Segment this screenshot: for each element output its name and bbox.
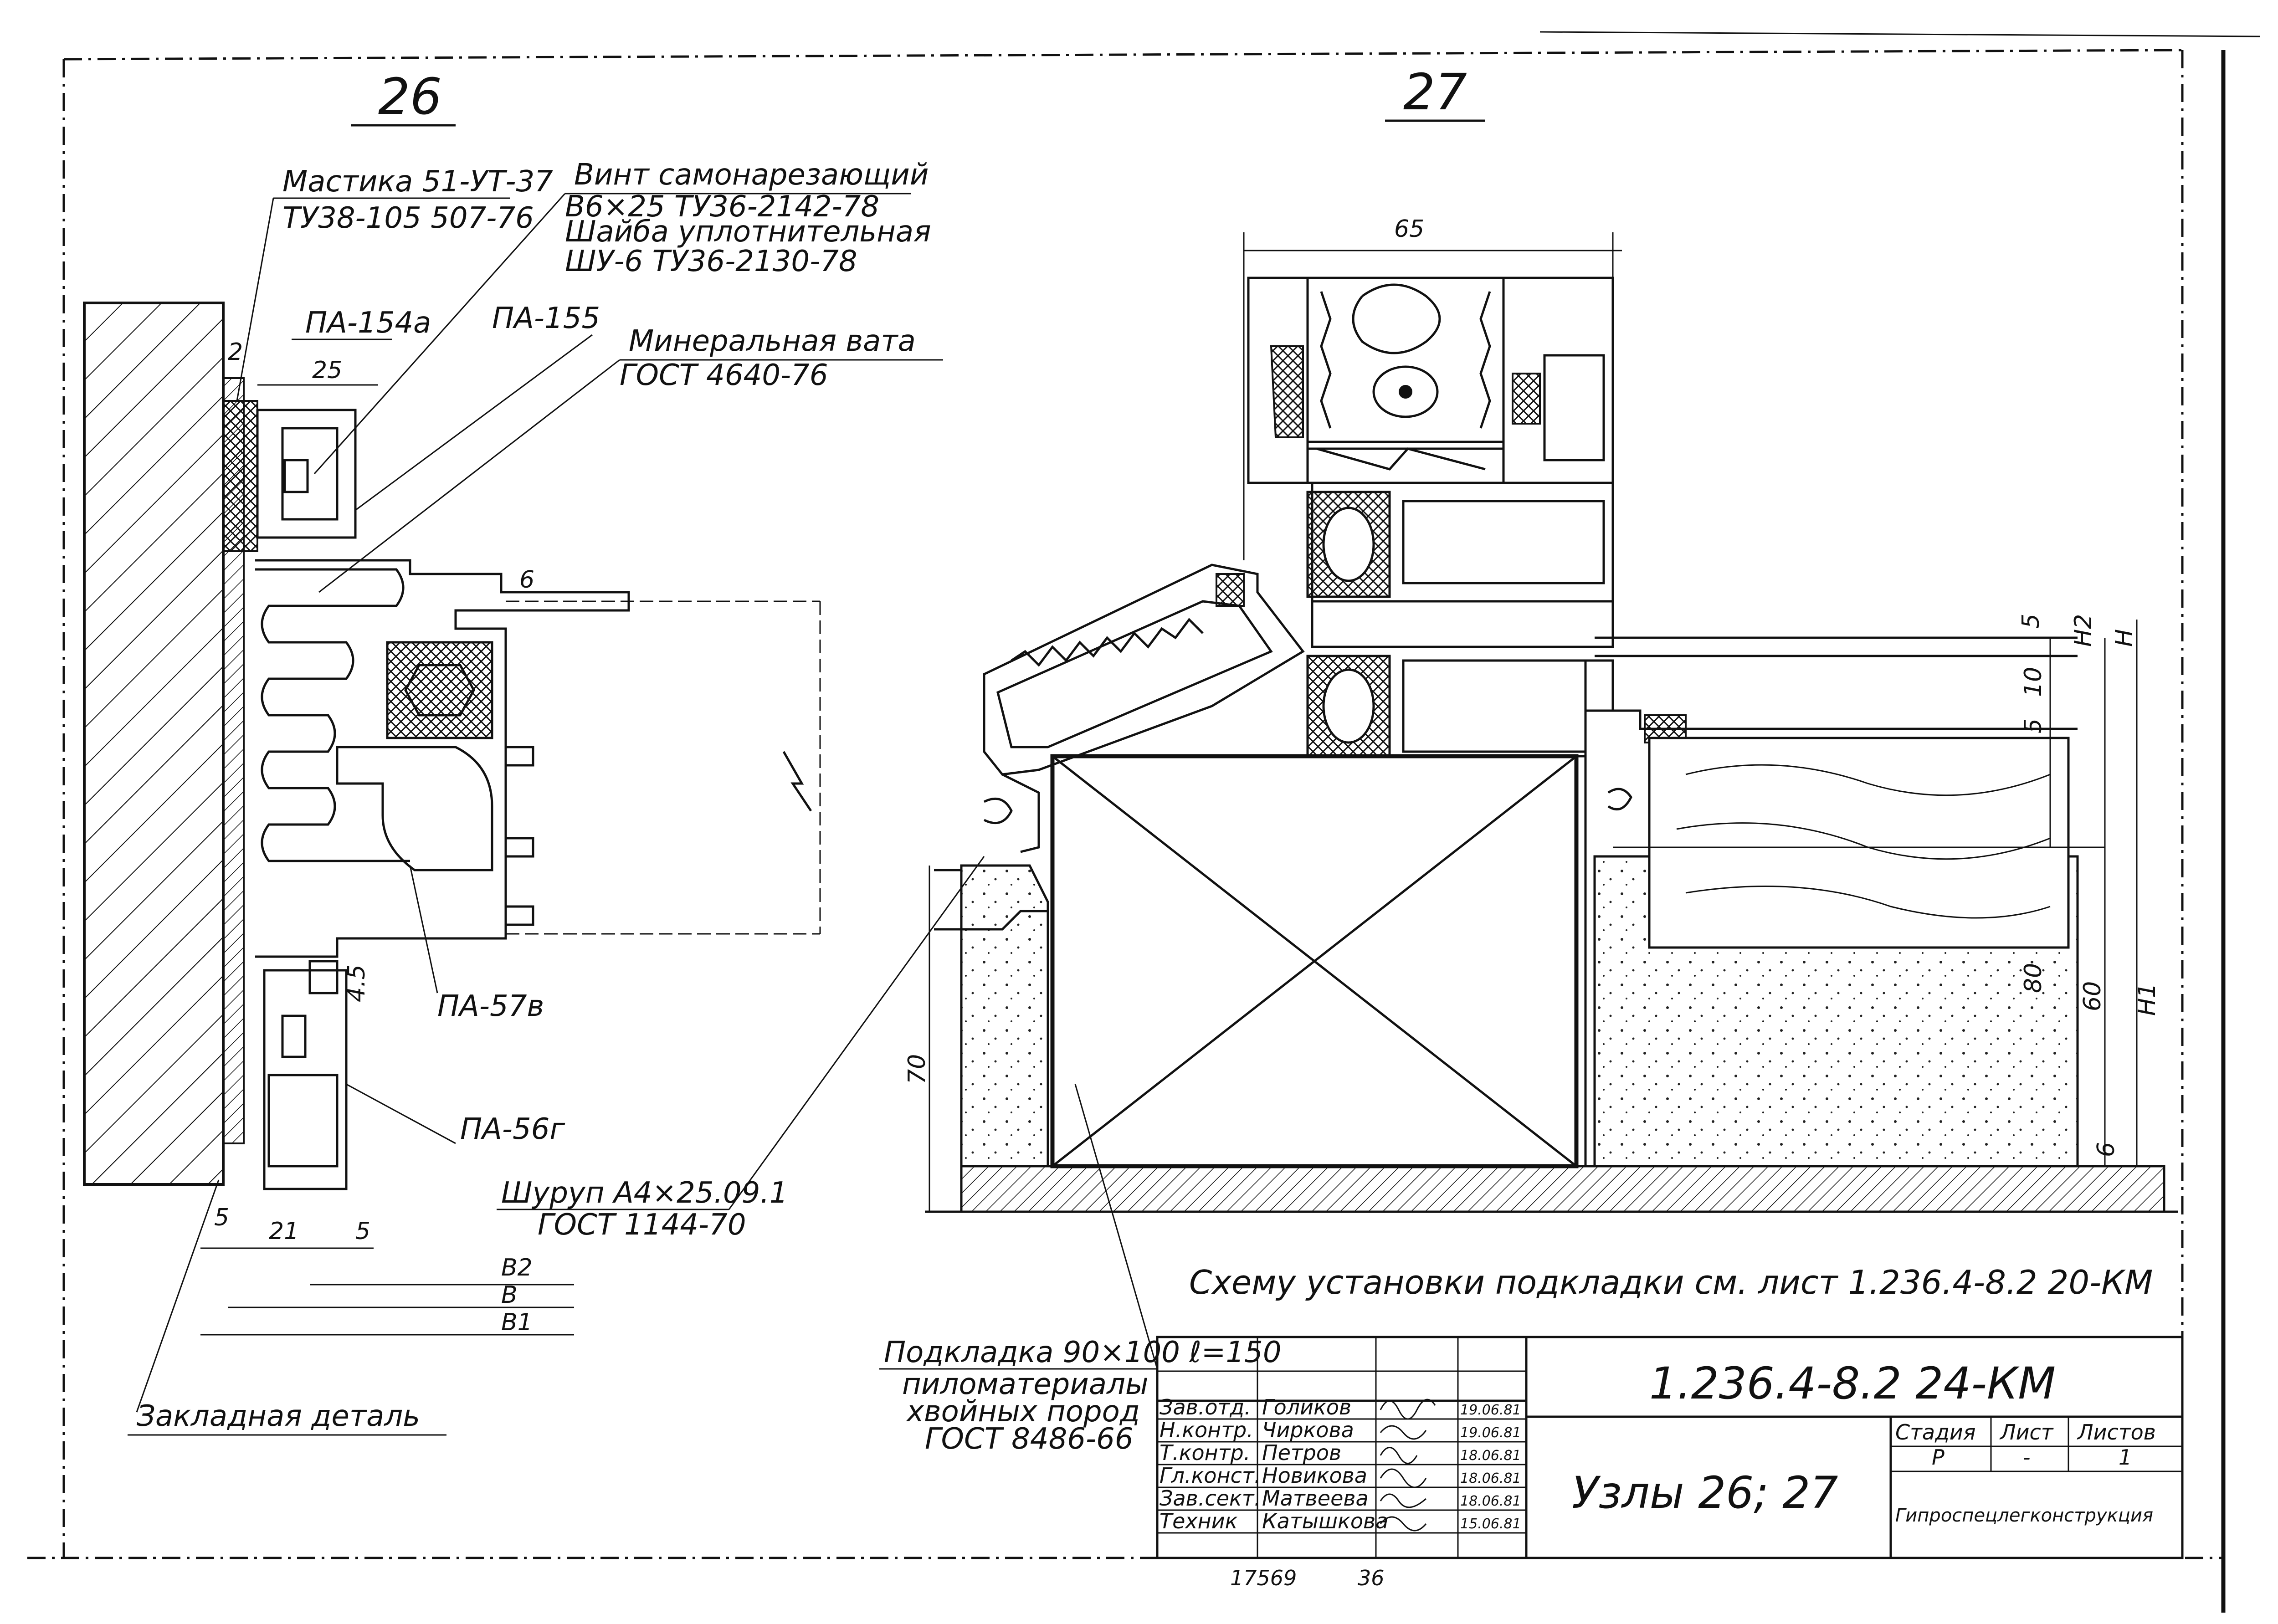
dim-21: 21 (269, 1218, 299, 1245)
organization: Гипроспецлегконструкция (1895, 1505, 2153, 1526)
pa-155-label: ПА-155 (492, 302, 600, 335)
concrete-wall (83, 302, 225, 1186)
concrete-left (960, 864, 1049, 1168)
mastic-spec: ТУ38-105 507-76 (282, 201, 534, 235)
row-name: Новикова (1262, 1463, 1367, 1488)
pad-material: пиломатериалы (902, 1368, 1149, 1401)
bolt-spec: ГОСТ 1144-70 (538, 1208, 746, 1242)
row-role: Т.контр. (1160, 1440, 1250, 1465)
sheets-value: 1 (2119, 1445, 2132, 1470)
drawing-code: 1.236.4-8.2 24-КМ (1649, 1358, 2056, 1409)
row-date: 15.06.81 (1460, 1516, 1521, 1532)
dim-h1: Н1 (2134, 983, 2161, 1016)
row-name: Чиркова (1262, 1418, 1354, 1442)
row-name: Петров (1262, 1440, 1341, 1465)
dim-4-5: 4.5 (343, 964, 370, 1002)
insulation-panel (1648, 737, 2070, 949)
profile-pa-57v (336, 746, 493, 871)
dim-5-b: 5 (355, 1218, 370, 1245)
dim-5-a: 5 (214, 1204, 229, 1231)
row-role: Гл.конст. (1160, 1463, 1261, 1488)
footer-number: 17569 (1230, 1566, 1297, 1590)
embedded-part-label: Закладная деталь (137, 1399, 420, 1433)
detail-26-title: 26 (378, 67, 442, 126)
profile-pa-154a (256, 409, 357, 539)
sloped-flashing (983, 564, 1305, 776)
footer-sheet: 36 (1358, 1566, 1385, 1590)
washer-label: Шайба уплотнительная (565, 215, 931, 249)
row-name: Матвеева (1262, 1486, 1369, 1511)
stage-value: Р (1932, 1445, 1945, 1470)
dim-b: В (501, 1281, 518, 1309)
dim-6: 6 (519, 566, 534, 594)
dim-60: 60 (2079, 981, 2106, 1011)
pa-56g-label: ПА-56г (460, 1112, 565, 1146)
row-name: Катышкова (1262, 1509, 1388, 1533)
mineral-wool (255, 568, 410, 862)
profile-pa-56g (263, 969, 348, 1190)
thermal-insert (386, 641, 493, 739)
row-role: Зав.сект. (1160, 1486, 1261, 1511)
base-slab (960, 1165, 2165, 1213)
mineral-wool-spec: ГОСТ 4640-76 (620, 359, 828, 392)
signature-rows: Зав.отд. Голиков 19.06.81 Н.контр. Чирко… (1157, 1395, 1526, 1534)
detail-27-title: 27 (1403, 63, 1467, 121)
sheet-header: Лист (1999, 1420, 2054, 1445)
row-role: Зав.отд. (1160, 1395, 1251, 1419)
screw-label: Винт самонарезающий (574, 158, 929, 192)
scheme-note: Схему установки подкладки см. лист 1.236… (1189, 1263, 2153, 1301)
drawing-name: Узлы 26; 27 (1572, 1467, 1838, 1518)
pad-label: Подкладка 90×100 ℓ=150 (884, 1336, 1282, 1369)
pa-57v-label: ПА-57в (437, 989, 544, 1023)
detail-26: 26 2 25 6 4.5 5 21 5 (83, 67, 985, 1436)
dim-25: 25 (312, 357, 342, 384)
dim-b2: В2 (501, 1254, 533, 1281)
pad-standard: ГОСТ 8486-66 (925, 1422, 1134, 1456)
row-date: 18.06.81 (1460, 1493, 1521, 1509)
row-date: 18.06.81 (1460, 1470, 1521, 1486)
pad-wood: хвойных пород (906, 1395, 1140, 1429)
glass-unit (1306, 277, 1505, 443)
row-name: Голиков (1262, 1395, 1351, 1419)
signatures (1380, 1399, 1436, 1532)
row-date: 18.06.81 (1460, 1448, 1521, 1464)
screw-spec: В6×25 ТУ36-2142-78 (565, 190, 879, 224)
mastic-filling (222, 400, 258, 552)
washer-spec: ШУ-6 ТУ36-2130-78 (565, 245, 857, 278)
dim-b1: В1 (501, 1309, 533, 1336)
dim-5-mid: 5 (2020, 718, 2047, 733)
row-date: 19.06.81 (1460, 1402, 1521, 1418)
stage-header: Стадия (1895, 1420, 1975, 1445)
pa-154a-label: ПА-154а (305, 306, 431, 340)
dim-6-bottom: 6 (2093, 1142, 2120, 1157)
sheets-header: Листов (2077, 1420, 2156, 1445)
mineral-wool-label: Минеральная вата (629, 324, 916, 358)
sheet-value: - (2023, 1445, 2031, 1470)
title-block: 1.236.4-8.2 24-КМ Узлы 26; 27 Стадия Лис… (1156, 1336, 2184, 1590)
mastic-label: Мастика 51-УТ-37 (282, 165, 553, 199)
dim-10: 10 (2020, 667, 2047, 697)
dim-65: 65 (1394, 215, 1424, 243)
row-role: Н.контр. (1160, 1418, 1253, 1442)
detail-27: 27 65 (879, 63, 2178, 1456)
row-date: 19.06.81 (1460, 1425, 1521, 1441)
dim-h2: Н2 (2070, 614, 2097, 647)
dim-80: 80 (2020, 963, 2047, 993)
row-role: Техник (1160, 1509, 1238, 1533)
dim-h: Н (2111, 629, 2138, 647)
dim-70: 70 (903, 1054, 931, 1084)
dim-5-top: 5 (2017, 614, 2045, 629)
dim-2: 2 (228, 338, 243, 366)
bolt-label: Шуруп А4×25.09.1 (501, 1176, 788, 1210)
